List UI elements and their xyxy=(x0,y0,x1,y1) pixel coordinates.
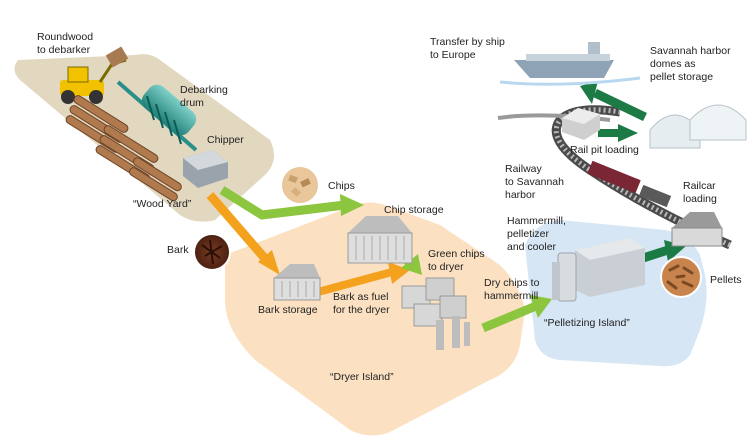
dry-chips-arrow xyxy=(481,301,538,333)
debarking-drum-label: Debarking drum xyxy=(180,84,228,109)
freight-train-icon xyxy=(587,160,672,208)
bark-arrow xyxy=(206,192,272,265)
railcar-loading-shed xyxy=(671,212,723,247)
rail-pit-label: Rail pit loading xyxy=(570,144,639,156)
railcar-loading-label: Railcar loading xyxy=(683,180,717,205)
bark-sample-icon xyxy=(193,233,231,271)
front-loader-icon xyxy=(60,46,129,104)
chipper-label: Chipper xyxy=(207,134,244,146)
railway-label: Railway to Savannah harbor xyxy=(505,163,564,201)
pelletizing-building xyxy=(552,238,645,302)
ship-transfer-label: Transfer by ship to Europe xyxy=(430,36,505,61)
chips-label: Chips xyxy=(328,180,355,192)
hammermill-label: Hammermill, pelletizer and cooler xyxy=(507,215,566,253)
chip-storage-label: Chip storage xyxy=(384,204,444,216)
dryer-island-label: “Dryer Island” xyxy=(330,371,394,383)
chipper-icon xyxy=(183,150,228,188)
rail-pit-shed xyxy=(562,108,600,140)
green-chips-label: Green chips to dryer xyxy=(428,248,485,273)
chips-arrow xyxy=(219,186,346,220)
wood-yard-label: “Wood Yard” xyxy=(133,198,192,210)
roundwood-label: Roundwood to debarker xyxy=(37,31,94,56)
pellets-label: Pellets xyxy=(710,274,742,286)
chip-storage-building xyxy=(347,216,413,264)
pellets-sample-icon xyxy=(660,256,702,298)
cargo-ship-icon xyxy=(499,42,641,86)
harbor-domes-label: Savannah harbor domes as pellet storage xyxy=(650,45,731,83)
bark-fuel-arrow xyxy=(316,268,394,296)
bark-storage-building xyxy=(273,264,321,301)
dryer-island-zone xyxy=(225,202,525,436)
debarking-drum-icon xyxy=(116,80,198,152)
bark-label: Bark xyxy=(167,244,189,256)
bark-as-fuel-label: Bark as fuel for the dryer xyxy=(333,291,390,316)
dry-chips-label: Dry chips to hammermill xyxy=(484,277,540,302)
pelletizing-island-label: “Pelletizing Island” xyxy=(544,317,630,329)
bark-storage-label: Bark storage xyxy=(258,304,318,316)
dryer-complex xyxy=(401,277,470,350)
chips-sample-icon xyxy=(280,165,320,205)
pellet-arrow-to-ship xyxy=(593,88,647,122)
storage-dome-icon xyxy=(649,104,747,149)
log-piles xyxy=(65,95,182,202)
